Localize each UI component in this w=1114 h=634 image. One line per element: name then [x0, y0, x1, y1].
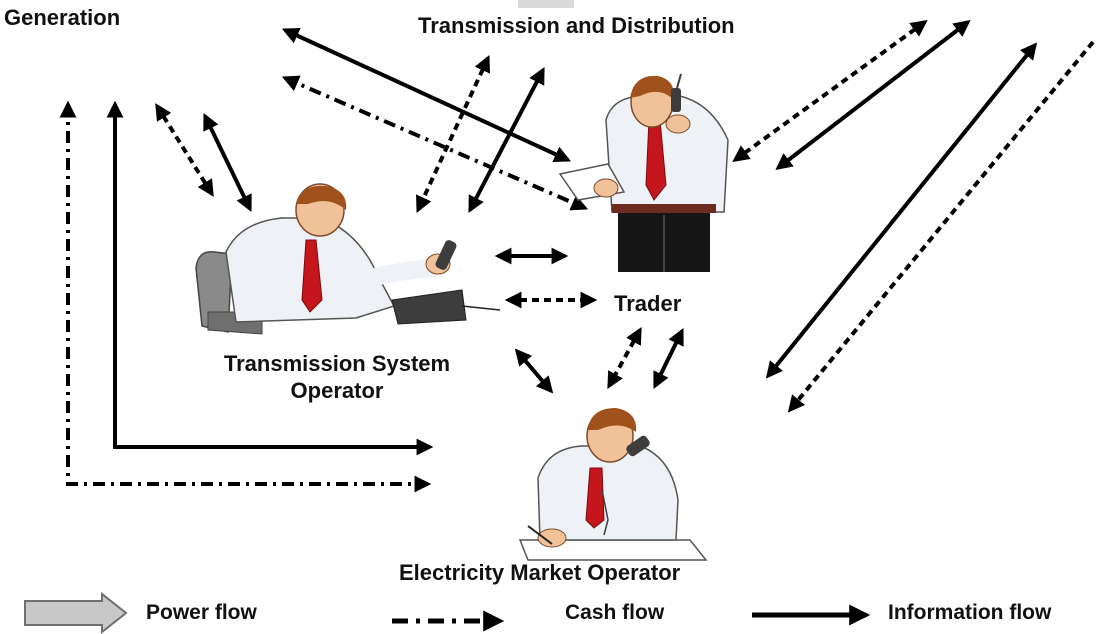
cash-arrow-generation-emo — [59, 100, 432, 493]
cash-arrow-td-emo — [787, 40, 1095, 413]
transmission-distribution-label: Transmission and Distribution — [418, 13, 735, 38]
generation-label: Generation — [4, 5, 121, 30]
info-arrow-td-tso — [468, 67, 545, 213]
legend-power-flow-label: Power flow — [146, 601, 257, 624]
top-tab — [518, 0, 574, 8]
info-arrow-tso-emo — [514, 348, 554, 394]
emo-label: Electricity Market Operator — [399, 560, 681, 585]
info-arrow-td-trader — [775, 19, 971, 171]
trader-figure — [558, 73, 729, 272]
cash-arrow-td-tso — [415, 54, 491, 214]
emo-figure — [518, 408, 708, 561]
info-arrow-td-emo — [765, 42, 1038, 379]
trader-label: Trader — [614, 291, 682, 316]
cash-arrow-trader-emo — [607, 327, 642, 389]
info-arrow-trader-emo — [653, 327, 684, 390]
tso-label: Transmission System Operator — [182, 351, 492, 404]
tso-figure — [195, 183, 501, 335]
legend-symbols — [24, 591, 871, 634]
legend-cash-flow-label: Cash flow — [565, 601, 665, 624]
power-flow-arrow-icon — [24, 591, 128, 634]
cash-arrow-generation-tso — [155, 103, 214, 197]
arrows — [59, 19, 1095, 493]
tso-label-line1: Transmission System — [223, 351, 451, 376]
tso-label-line2: Operator — [290, 378, 384, 403]
cash-arrow-td-trader — [732, 20, 928, 162]
info-arrow-generation-tso — [203, 112, 252, 213]
legend-information-flow-label: Information flow — [888, 601, 1052, 624]
